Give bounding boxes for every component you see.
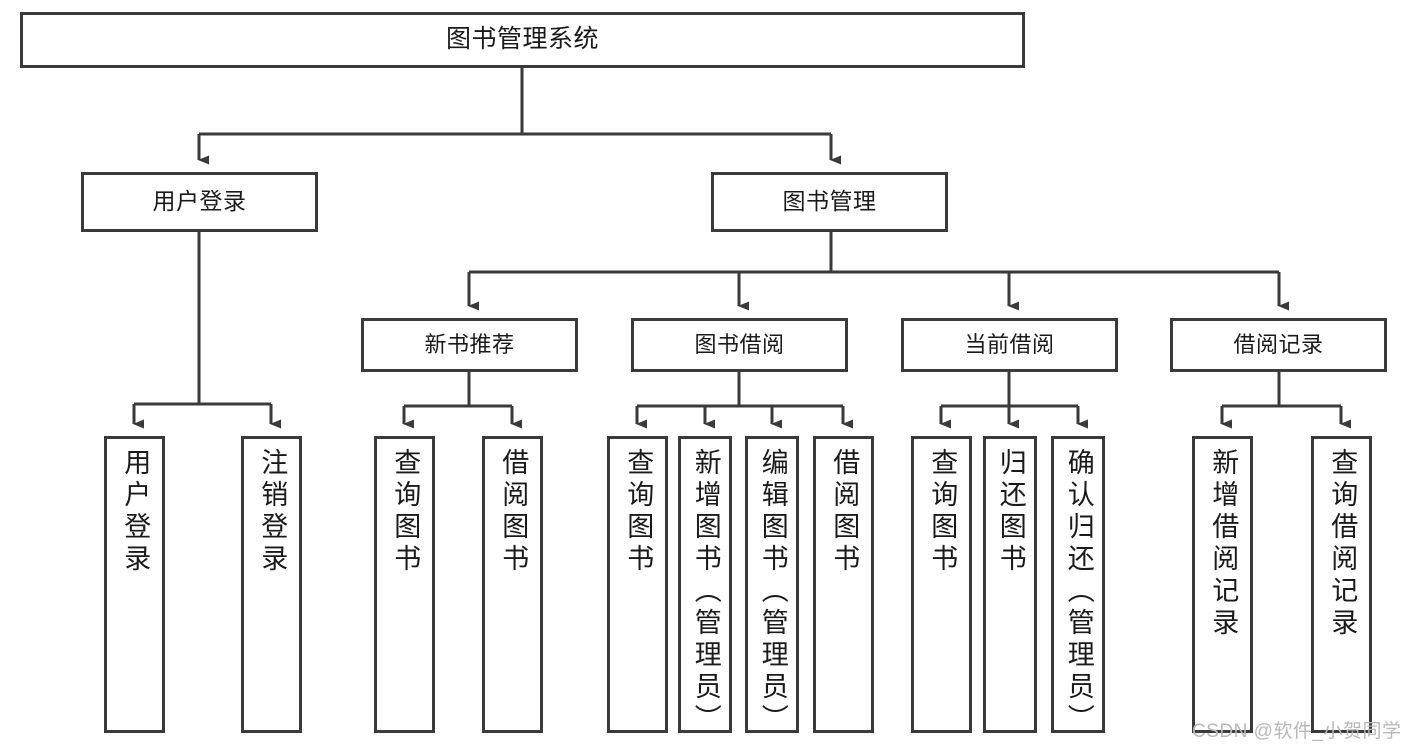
node-label: 图书管理系统 bbox=[445, 25, 599, 54]
node-label: 查询图书 bbox=[390, 448, 421, 576]
node-label: 新增图书（管理员） bbox=[690, 448, 721, 736]
leaf-logout[interactable]: 注销登录 bbox=[241, 436, 302, 733]
node-label: 查询图书 bbox=[927, 448, 958, 576]
leaf-query-book-recommend[interactable]: 查询图书 bbox=[374, 436, 435, 733]
node-label: 借阅图书 bbox=[498, 448, 529, 576]
node-label: 当前借阅 bbox=[964, 332, 1055, 358]
node-label: 借阅图书 bbox=[829, 448, 860, 576]
node-current-borrow[interactable]: 当前借阅 bbox=[901, 318, 1118, 372]
leaf-borrow-book[interactable]: 借阅图书 bbox=[813, 436, 874, 733]
csdn-watermark: CSDN @软件_小贺同学 bbox=[1192, 721, 1402, 742]
node-label: 确认归还（管理员） bbox=[1063, 448, 1094, 736]
node-label: 新书推荐 bbox=[424, 332, 515, 358]
node-label: 用户登录 bbox=[152, 188, 247, 215]
node-borrow-record[interactable]: 借阅记录 bbox=[1170, 318, 1387, 372]
leaf-edit-book-admin[interactable]: 编辑图书（管理员） bbox=[745, 436, 799, 736]
node-label: 查询借阅记录 bbox=[1327, 448, 1358, 640]
node-root-system[interactable]: 图书管理系统 bbox=[20, 12, 1025, 68]
node-label: 编辑图书（管理员） bbox=[757, 448, 788, 736]
leaf-confirm-return-admin[interactable]: 确认归还（管理员） bbox=[1051, 436, 1105, 736]
node-label: 归还图书 bbox=[995, 448, 1026, 576]
node-new-book-recommend[interactable]: 新书推荐 bbox=[361, 318, 578, 372]
leaf-user-login[interactable]: 用户登录 bbox=[104, 436, 165, 733]
leaf-add-borrow-record[interactable]: 新增借阅记录 bbox=[1192, 436, 1253, 733]
node-label: 新增借阅记录 bbox=[1208, 448, 1239, 640]
leaf-query-borrow-record[interactable]: 查询借阅记录 bbox=[1311, 436, 1372, 733]
leaf-return-book[interactable]: 归还图书 bbox=[983, 436, 1037, 733]
node-label: 查询图书 bbox=[623, 448, 654, 576]
leaf-query-book-current[interactable]: 查询图书 bbox=[911, 436, 972, 733]
leaf-query-book-borrow[interactable]: 查询图书 bbox=[607, 436, 668, 733]
leaf-borrow-book-recommend[interactable]: 借阅图书 bbox=[482, 436, 543, 733]
node-label: 图书管理 bbox=[782, 188, 877, 215]
node-book-management[interactable]: 图书管理 bbox=[711, 172, 948, 232]
node-label: 用户登录 bbox=[120, 448, 151, 576]
leaf-add-book-admin[interactable]: 新增图书（管理员） bbox=[678, 436, 732, 736]
node-user-login[interactable]: 用户登录 bbox=[81, 172, 318, 232]
node-label: 注销登录 bbox=[257, 448, 288, 576]
node-book-borrow[interactable]: 图书借阅 bbox=[631, 318, 848, 372]
node-label: 图书借阅 bbox=[694, 332, 785, 358]
node-label: 借阅记录 bbox=[1233, 332, 1324, 358]
